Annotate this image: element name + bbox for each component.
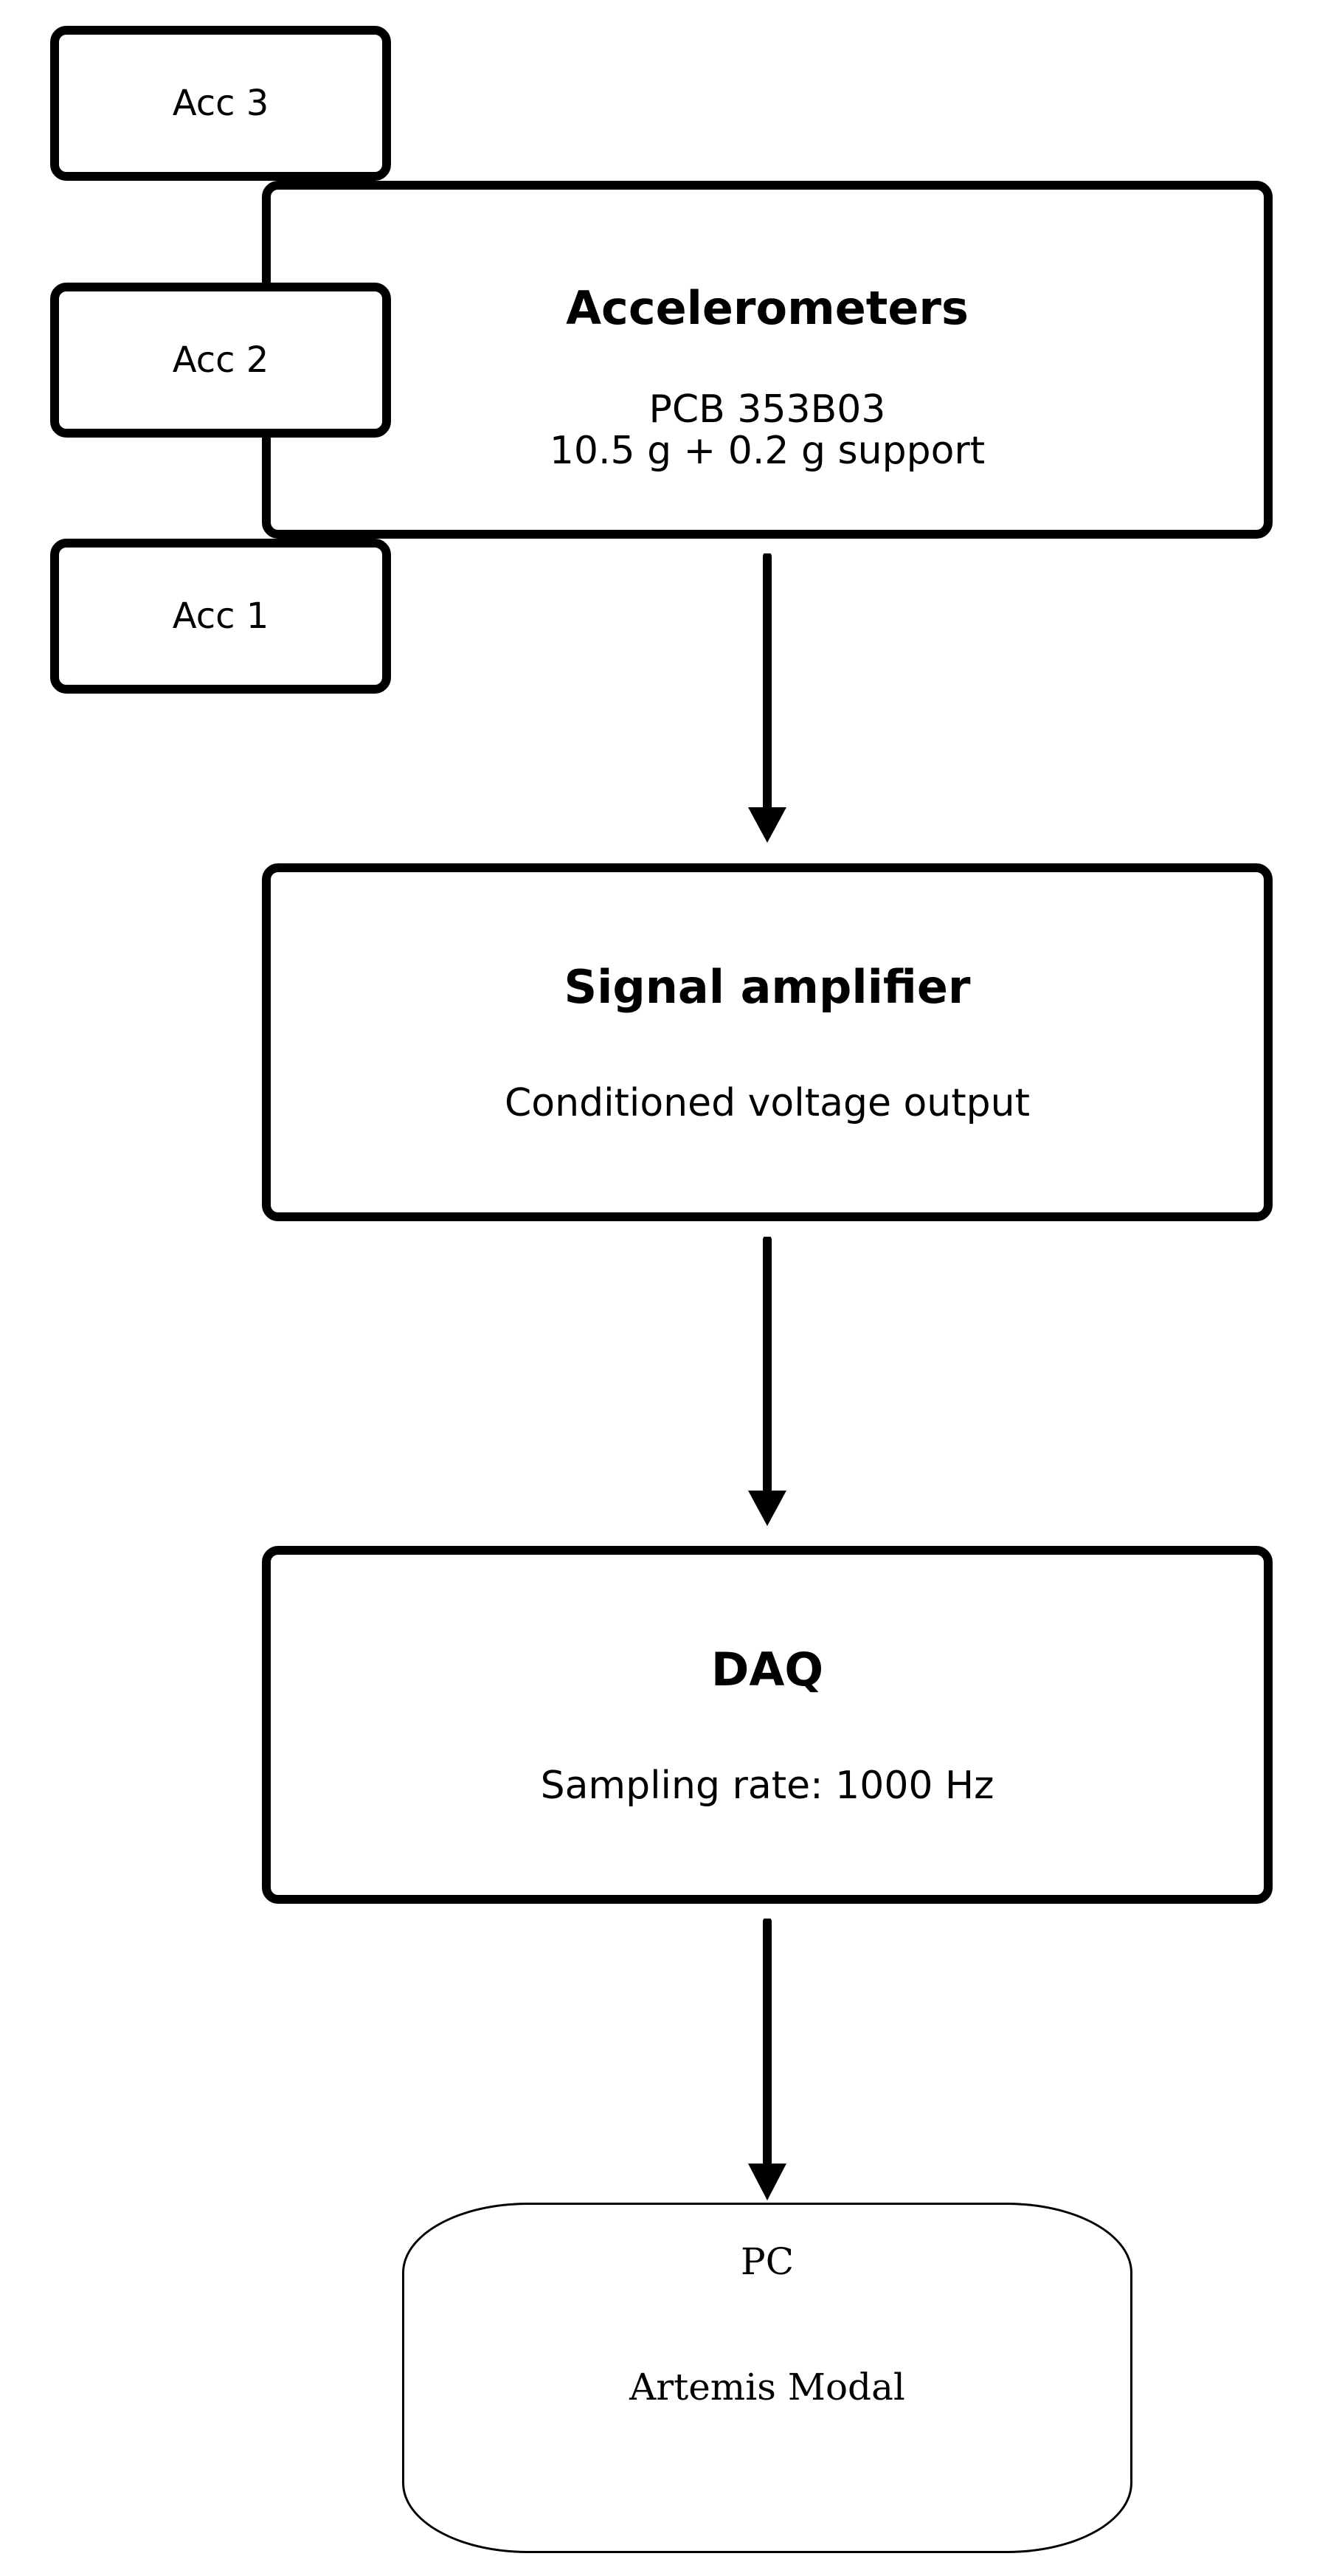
daq-block: DAQ Sampling rate: 1000 Hz [262,1546,1273,1904]
daq-sampling-rate: Sampling rate: 1000 Hz [540,1764,994,1808]
acc-1-label: Acc 1 [172,595,269,637]
accelerometers-block: Accelerometers PCB 353B03 10.5 g + 0.2 g… [262,181,1273,539]
amplifier-title: Signal amplifier [564,960,971,1014]
pc-block: PC Artemis Modal [402,2203,1132,2553]
arrow-accelerometers-to-amplifier [748,553,786,843]
amplifier-block: Signal amplifier Conditioned voltage out… [262,863,1273,1221]
acc-1-box: Acc 1 [50,539,391,694]
accelerometers-model: PCB 353B03 [648,387,886,432]
amplifier-description: Conditioned voltage output [504,1081,1030,1125]
arrow-amplifier-to-daq [748,1237,786,1526]
accelerometers-title: Accelerometers [566,281,969,335]
acc-2-label: Acc 2 [172,339,269,381]
arrow-daq-to-pc [748,1919,786,2200]
pc-software: Artemis Modal [629,2366,905,2408]
acc-2-box: Acc 2 [50,283,391,438]
daq-title: DAQ [710,1643,824,1696]
acc-3-label: Acc 3 [172,83,269,124]
acc-3-box: Acc 3 [50,26,391,181]
accelerometers-mass: 10.5 g + 0.2 g support [549,429,986,473]
pc-title: PC [741,2240,794,2283]
